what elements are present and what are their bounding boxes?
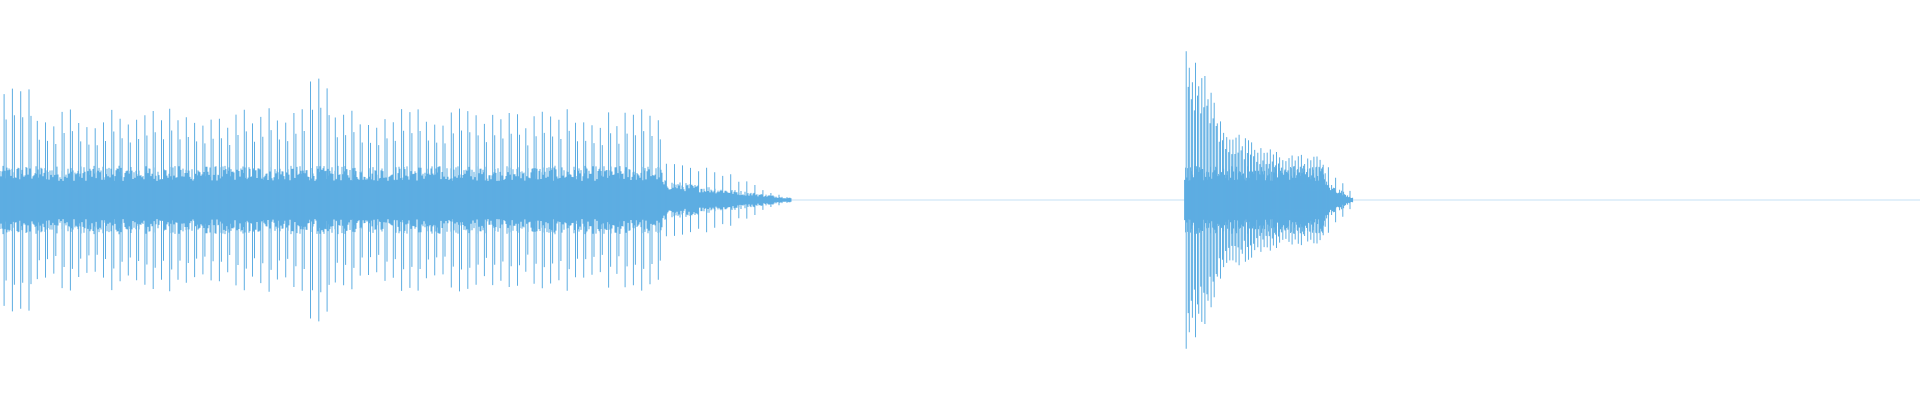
waveform-clip-2[interactable] — [1184, 51, 1354, 349]
waveform-clip-1[interactable] — [0, 78, 792, 322]
waveform-clips — [0, 51, 1354, 349]
waveform-transients — [1185, 51, 1351, 349]
waveform-transients — [3, 78, 788, 322]
